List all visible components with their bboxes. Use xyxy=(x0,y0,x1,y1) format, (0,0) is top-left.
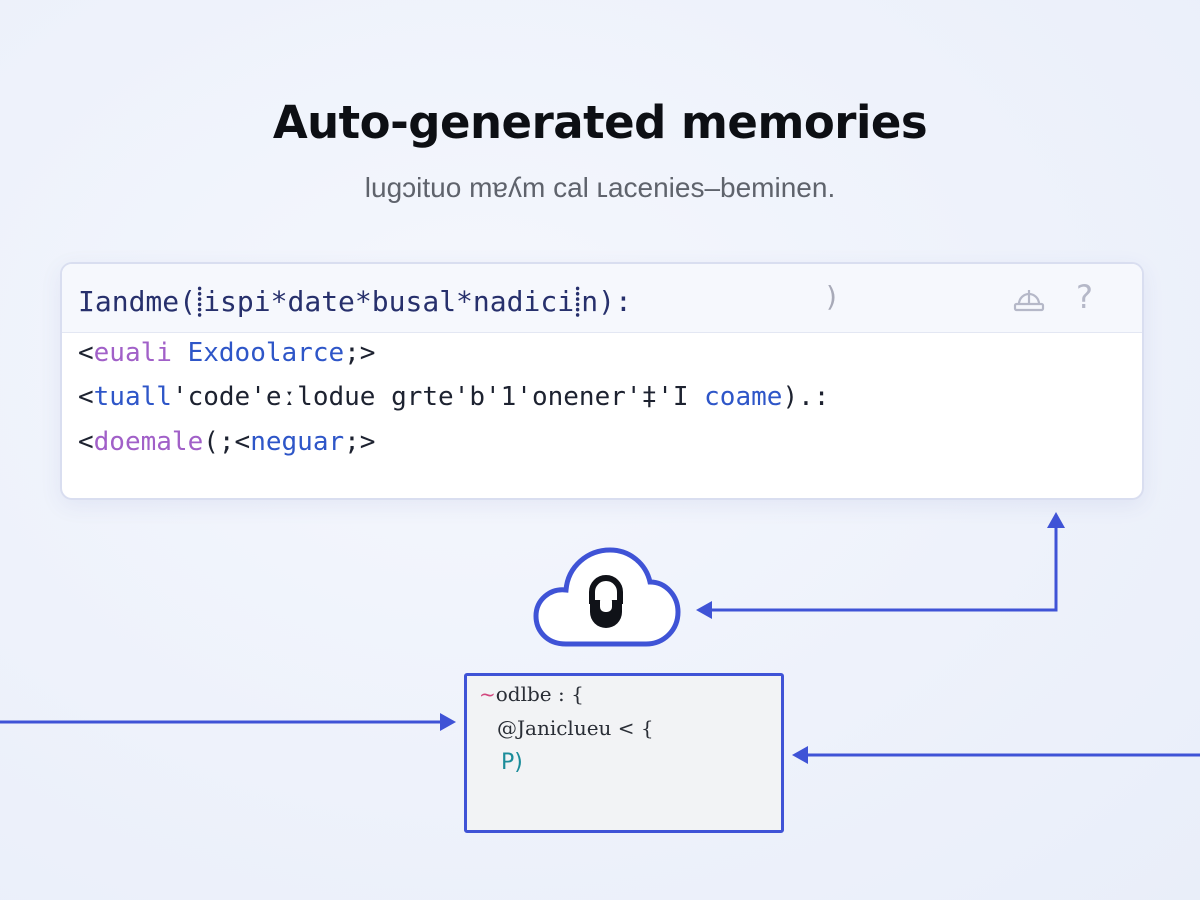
cloud-lock-icon xyxy=(533,547,681,647)
code-token: doemale xyxy=(93,427,204,457)
code-token: neguar xyxy=(250,427,345,457)
code-token: < xyxy=(78,382,94,412)
arrow-right-input-head xyxy=(792,746,808,764)
code-token: ).: xyxy=(782,382,830,412)
code-card-header-text: Iandme(⸽ispi*date*busal*nadici⸽n): xyxy=(78,285,632,318)
code-line: <euali Exdoolarce;> xyxy=(78,338,375,368)
drive-icon[interactable] xyxy=(1012,284,1046,314)
code-card-header: Iandme(⸽ispi*date*busal*nadici⸽n): ) ? xyxy=(62,264,1142,333)
code-token: (;< xyxy=(203,427,251,457)
code-card: Iandme(⸽ispi*date*busal*nadici⸽n): ) ? <… xyxy=(60,262,1144,500)
memory-line: P) xyxy=(501,750,523,775)
code-token: coame xyxy=(704,382,783,412)
code-token: euali xyxy=(93,338,172,368)
arrow-up-head xyxy=(1047,512,1065,528)
arrow-to-cloud xyxy=(702,526,1058,615)
code-token: < xyxy=(78,338,94,368)
moon-icon: ) xyxy=(826,280,837,313)
memory-line: ~odlbe : { xyxy=(479,682,584,706)
code-token: Exdoolarce xyxy=(187,338,345,368)
code-token: ;> xyxy=(344,427,376,457)
memory-line-text: odlbe : { xyxy=(495,682,584,706)
memory-box: ~odlbe : { @Janiclueu < { P) xyxy=(464,673,784,833)
code-token: < xyxy=(78,427,94,457)
page-subtitle: lugɔituo mɐʎm cal ʟacenies–beminen. xyxy=(364,172,836,203)
code-line: <doemale(;<neguar;> xyxy=(78,427,375,457)
arrow-left-input-head xyxy=(440,713,456,731)
memory-line-mark: ~ xyxy=(479,682,496,706)
arrow-left-head xyxy=(696,601,712,619)
help-icon[interactable]: ? xyxy=(1076,278,1093,316)
memory-line: @Janiclueu < { xyxy=(497,716,654,740)
code-line: <tuall'code'eːlodue grte'b'1'onener'‡'I … xyxy=(78,382,829,412)
code-token: ;> xyxy=(344,338,376,368)
code-token: 'code'eːlodue grte'b'1'onener'‡'I xyxy=(171,382,705,412)
page-title: Auto-generated memories xyxy=(272,96,928,149)
code-token: tuall xyxy=(93,382,172,412)
